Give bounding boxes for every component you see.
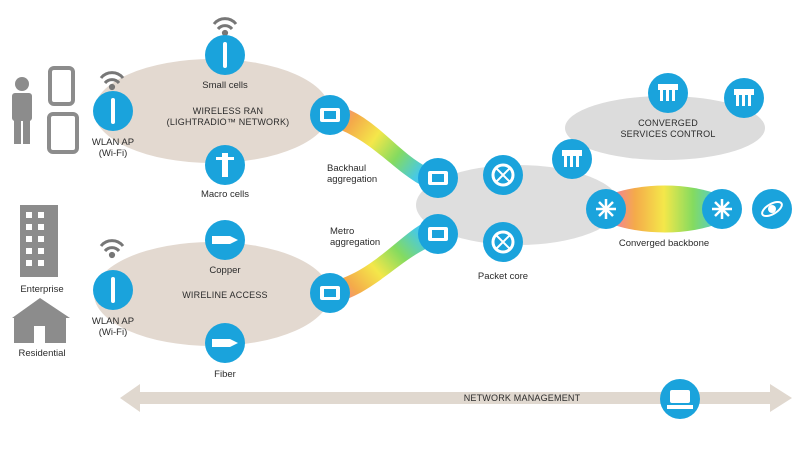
backbone-router-node-icon — [586, 189, 626, 229]
wifi-signal-icon — [99, 17, 238, 259]
wireline-access-region — [94, 242, 330, 346]
metro-label: Metro — [330, 226, 355, 237]
backhaul-link — [330, 104, 432, 190]
network-management-label: NETWORK MANAGEMENT — [463, 393, 581, 403]
metro-router-node-icon — [310, 273, 350, 313]
metro-link — [330, 222, 432, 304]
aggregation-router-node-icon — [418, 158, 458, 198]
metro-aggregation-label: aggregation — [330, 237, 381, 248]
wireless-ran-region — [94, 59, 330, 163]
backbone-router-node-icon — [702, 189, 742, 229]
smartphone-icon — [48, 66, 75, 106]
fiber-label: Fiber — [214, 369, 236, 380]
wireline-access-title: WIRELINE ACCESS — [182, 290, 268, 300]
packet-core-label: Packet core — [477, 271, 529, 282]
residential-house-icon — [12, 298, 70, 343]
packet-core-node-icon — [483, 155, 523, 195]
wlan-ap-node-icon — [93, 91, 133, 131]
small-cells-label: Small cells — [202, 80, 248, 91]
services-server-node-icon — [724, 78, 764, 118]
macro-cell-node-icon — [205, 145, 245, 185]
wireless-ran-title: WIRELESS RAN — [192, 106, 264, 116]
internet-globe-node-icon — [752, 189, 792, 229]
backhaul-label: Backhaul — [327, 163, 367, 174]
enterprise-label: Enterprise — [20, 284, 64, 295]
services-control-region — [565, 96, 765, 160]
wifi-label: (Wi-Fi) — [98, 148, 128, 159]
backhaul-router-node-icon — [310, 95, 350, 135]
macro-cells-label: Macro cells — [200, 189, 250, 200]
small-cell-node-icon — [205, 35, 245, 75]
converged-backbone-label: Converged backbone — [618, 238, 710, 249]
copper-node-icon — [205, 220, 245, 260]
enterprise-building-icon — [20, 205, 58, 277]
residential-label: Residential — [18, 348, 66, 359]
backbone-link — [606, 185, 722, 233]
fiber-node-icon — [205, 323, 245, 363]
copper-label: Copper — [209, 265, 241, 276]
person-icon — [12, 77, 32, 144]
packet-core-region — [416, 165, 620, 245]
wireless-ran-subtitle: (LIGHTRADIO™ NETWORK) — [166, 117, 290, 127]
tablet-icon — [47, 112, 79, 154]
wlan-ap-label: WLAN AP — [91, 316, 135, 327]
management-console-node-icon — [660, 379, 700, 419]
services-server-node-icon — [552, 139, 592, 179]
converged-label: CONVERGED — [638, 118, 698, 128]
wifi-label: (Wi-Fi) — [98, 327, 128, 338]
backhaul-aggregation-label: aggregation — [327, 174, 378, 185]
packet-core-node-icon — [483, 222, 523, 262]
services-control-label: SERVICES CONTROL — [620, 129, 716, 139]
wlan-ap-label: WLAN AP — [91, 137, 135, 148]
network-management-arrow — [120, 384, 792, 412]
aggregation-router-node-icon — [418, 214, 458, 254]
services-server-node-icon — [648, 73, 688, 113]
wlan-ap-node-icon — [93, 270, 133, 310]
